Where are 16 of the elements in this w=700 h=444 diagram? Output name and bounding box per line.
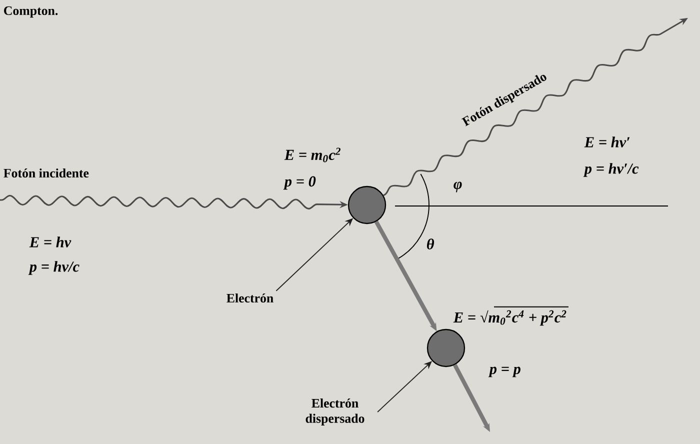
formula: φ: [454, 182, 462, 192]
text-label: Electrón: [226, 293, 274, 303]
formula: E = √m$_{0}$$^{2}$c$^{4}$ + p$^{2}$c$^{2}$: [453, 306, 569, 326]
formula: E = hν: [29, 236, 72, 248]
formula: p = hν/c: [28, 261, 80, 275]
formula: E = hν′: [584, 136, 630, 148]
edge-label: Fotón incidente: [4, 168, 89, 178]
electron-circle: [348, 186, 386, 224]
formula: E = m$_{0}$c$^{2}$: [284, 148, 340, 162]
text-label: Electrón dispersado: [306, 398, 364, 426]
formula: θ: [426, 238, 434, 250]
formula: p = 0: [283, 176, 316, 190]
heading: Compton.: [4, 6, 58, 18]
formula: p = hν′/c: [583, 163, 639, 177]
formula: p = p: [488, 366, 520, 378]
electron-circle: [426, 328, 466, 368]
